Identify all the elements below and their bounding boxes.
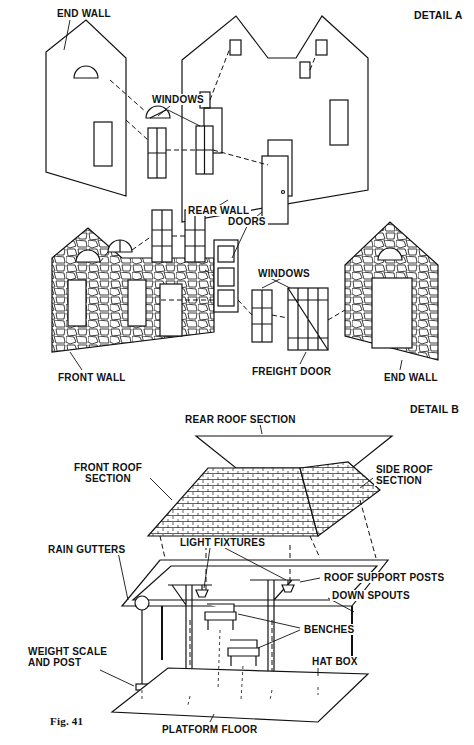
detail-a-part xyxy=(230,40,241,55)
detail-a-part xyxy=(218,246,234,262)
detail-a-part xyxy=(252,290,272,342)
leader-lines-part xyxy=(100,548,354,722)
part-label: SIDE ROOF SECTION xyxy=(374,464,444,486)
part-label: WINDOWS xyxy=(256,268,312,279)
detail-a-part xyxy=(300,62,310,78)
leader-lines xyxy=(64,20,402,722)
detail-heading: DETAIL B xyxy=(408,404,461,415)
detail-b-part xyxy=(112,668,368,722)
part-label: DOWN SPOUTS xyxy=(330,590,412,601)
part-label: LIGHT FIXTURES xyxy=(178,537,267,548)
part-label: REAR ROOF SECTION xyxy=(183,414,298,425)
figure-number: Fig. 41 xyxy=(48,716,85,727)
detail-a-part xyxy=(148,128,166,178)
detail-b-part xyxy=(300,462,380,536)
detail-a-part xyxy=(160,284,182,336)
detail-a-part xyxy=(46,20,126,196)
detail-a-part xyxy=(146,106,170,118)
detail-a-part xyxy=(316,40,327,55)
detail-a-part xyxy=(94,122,112,166)
detail-b-part xyxy=(196,436,392,468)
detail-a-part xyxy=(288,288,328,350)
detail-a-part xyxy=(288,288,328,350)
part-label: WEIGHT SCALE AND POST xyxy=(26,646,116,668)
detail-a-part xyxy=(152,210,172,262)
part-label: FRONT WALL xyxy=(56,372,128,383)
part-label: FREIGHT DOOR xyxy=(250,366,333,377)
part-label: END WALL xyxy=(382,372,440,383)
part-label: BENCHES xyxy=(302,624,356,635)
detail-b-part xyxy=(142,630,318,705)
detail-a-part xyxy=(119,240,120,252)
detail-a-part xyxy=(128,280,146,326)
detail-a xyxy=(46,16,438,360)
part-label: DOORS xyxy=(226,216,268,227)
detail-a-part xyxy=(378,248,402,260)
detail-a-part xyxy=(345,222,438,360)
leader-lines-part xyxy=(64,20,290,288)
detail-b-part xyxy=(135,596,149,610)
detail-a-part xyxy=(330,100,348,145)
detail-b-part xyxy=(148,468,318,536)
detail-a-part xyxy=(218,268,234,286)
detail-a-part xyxy=(185,210,205,262)
detail-a-part xyxy=(282,191,285,194)
detail-b-part xyxy=(228,640,259,666)
detail-a-part xyxy=(262,156,288,224)
part-label: REAR WALL xyxy=(186,205,251,216)
detail-a-part-part xyxy=(110,48,316,165)
detail-b-part xyxy=(196,580,294,597)
detail-a-part xyxy=(185,210,205,262)
detail-a-part xyxy=(214,240,238,312)
part-label: END WALL xyxy=(55,8,113,19)
detail-a-part-part xyxy=(100,236,345,320)
detail-a-part xyxy=(100,48,345,320)
part-label: ROOF SUPPORT POSTS xyxy=(322,572,446,583)
detail-a-part xyxy=(74,66,98,78)
part-label: HAT BOX xyxy=(310,656,360,667)
detail-a-part xyxy=(196,126,213,174)
detail-a-part xyxy=(372,278,412,348)
detail-a-part xyxy=(68,280,86,326)
part-label: RAIN GUTTERS xyxy=(46,544,127,555)
detail-a-part xyxy=(252,290,272,342)
detail-heading: DETAIL A xyxy=(412,10,465,21)
detail-b-part xyxy=(141,610,142,684)
detail-a-part xyxy=(196,126,213,174)
detail-a-part xyxy=(218,290,234,306)
detail-a-part xyxy=(108,240,132,252)
part-label: FRONT ROOF SECTION xyxy=(70,462,146,484)
part-label: PLATFORM FLOOR xyxy=(160,724,259,735)
detail-a-part xyxy=(76,250,100,262)
detail-a-part xyxy=(152,210,172,262)
detail-b-part xyxy=(205,604,236,630)
part-label: WINDOWS xyxy=(150,94,206,105)
detail-b-part-part xyxy=(142,630,318,705)
detail-a-part xyxy=(148,128,166,178)
